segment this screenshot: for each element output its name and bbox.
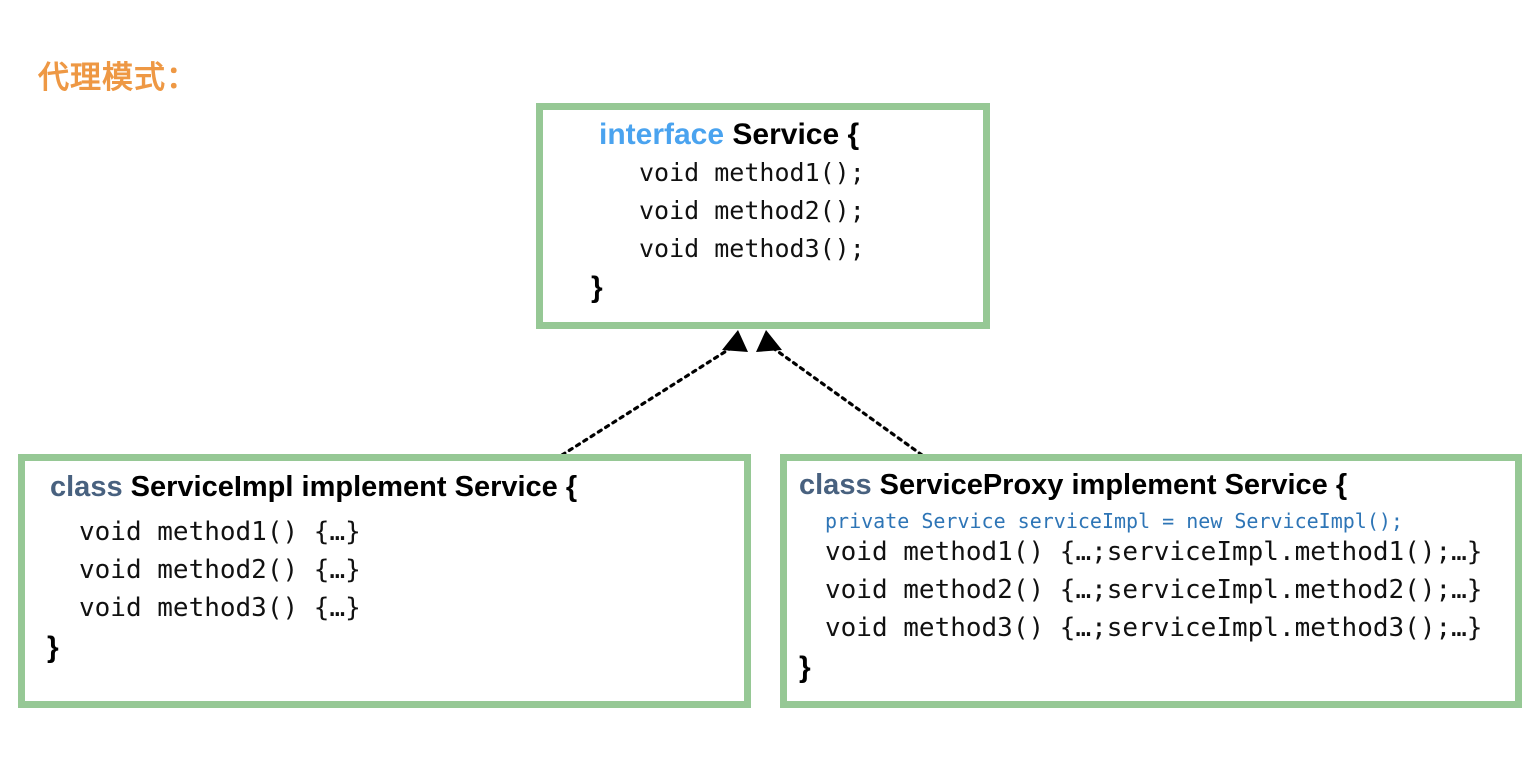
member-line: void method1() {…} bbox=[79, 517, 361, 547]
uml-box-service-impl[interactable]: class ServiceImpl implement Service { vo… bbox=[18, 454, 751, 708]
member-line: void method1() {…;serviceImpl.method1();… bbox=[825, 537, 1483, 567]
keyword-class: class bbox=[799, 469, 872, 501]
realization-arrow-impl bbox=[560, 330, 748, 457]
class-signature: interface Service { bbox=[599, 120, 859, 150]
code-block: interface Service { void method1(); void… bbox=[543, 110, 983, 303]
closing-brace: } bbox=[799, 651, 811, 684]
class-signature: class ServiceImpl implement Service { bbox=[50, 473, 577, 502]
keyword-interface: interface bbox=[599, 118, 725, 151]
page-title: 代理模式： bbox=[38, 60, 198, 95]
code-block: class ServiceProxy implement Service { p… bbox=[787, 461, 1515, 683]
member-line: void method2() {…;serviceImpl.method2();… bbox=[825, 575, 1483, 605]
member-line: void method3() {…} bbox=[79, 593, 361, 623]
member-line: void method2() {…} bbox=[79, 555, 361, 585]
type-name: Service { bbox=[732, 118, 860, 151]
closing-brace: } bbox=[47, 631, 59, 664]
member-line: void method2(); bbox=[639, 196, 865, 225]
type-name: ServiceImpl implement Service { bbox=[130, 471, 578, 503]
member-line: void method3() {…;serviceImpl.method3();… bbox=[825, 613, 1483, 643]
keyword-class: class bbox=[50, 471, 123, 503]
code-block: class ServiceImpl implement Service { vo… bbox=[25, 461, 744, 663]
field-declaration: private Service serviceImpl = new Servic… bbox=[825, 509, 1403, 533]
realization-arrow-proxy bbox=[756, 330, 924, 457]
closing-brace: } bbox=[591, 271, 603, 304]
class-signature: class ServiceProxy implement Service { bbox=[799, 471, 1347, 500]
type-name: ServiceProxy implement Service { bbox=[879, 469, 1348, 501]
member-line: void method3(); bbox=[639, 234, 865, 263]
uml-box-service-proxy[interactable]: class ServiceProxy implement Service { p… bbox=[780, 454, 1522, 708]
member-line: void method1(); bbox=[639, 158, 865, 187]
uml-box-service-interface[interactable]: interface Service { void method1(); void… bbox=[536, 103, 990, 329]
